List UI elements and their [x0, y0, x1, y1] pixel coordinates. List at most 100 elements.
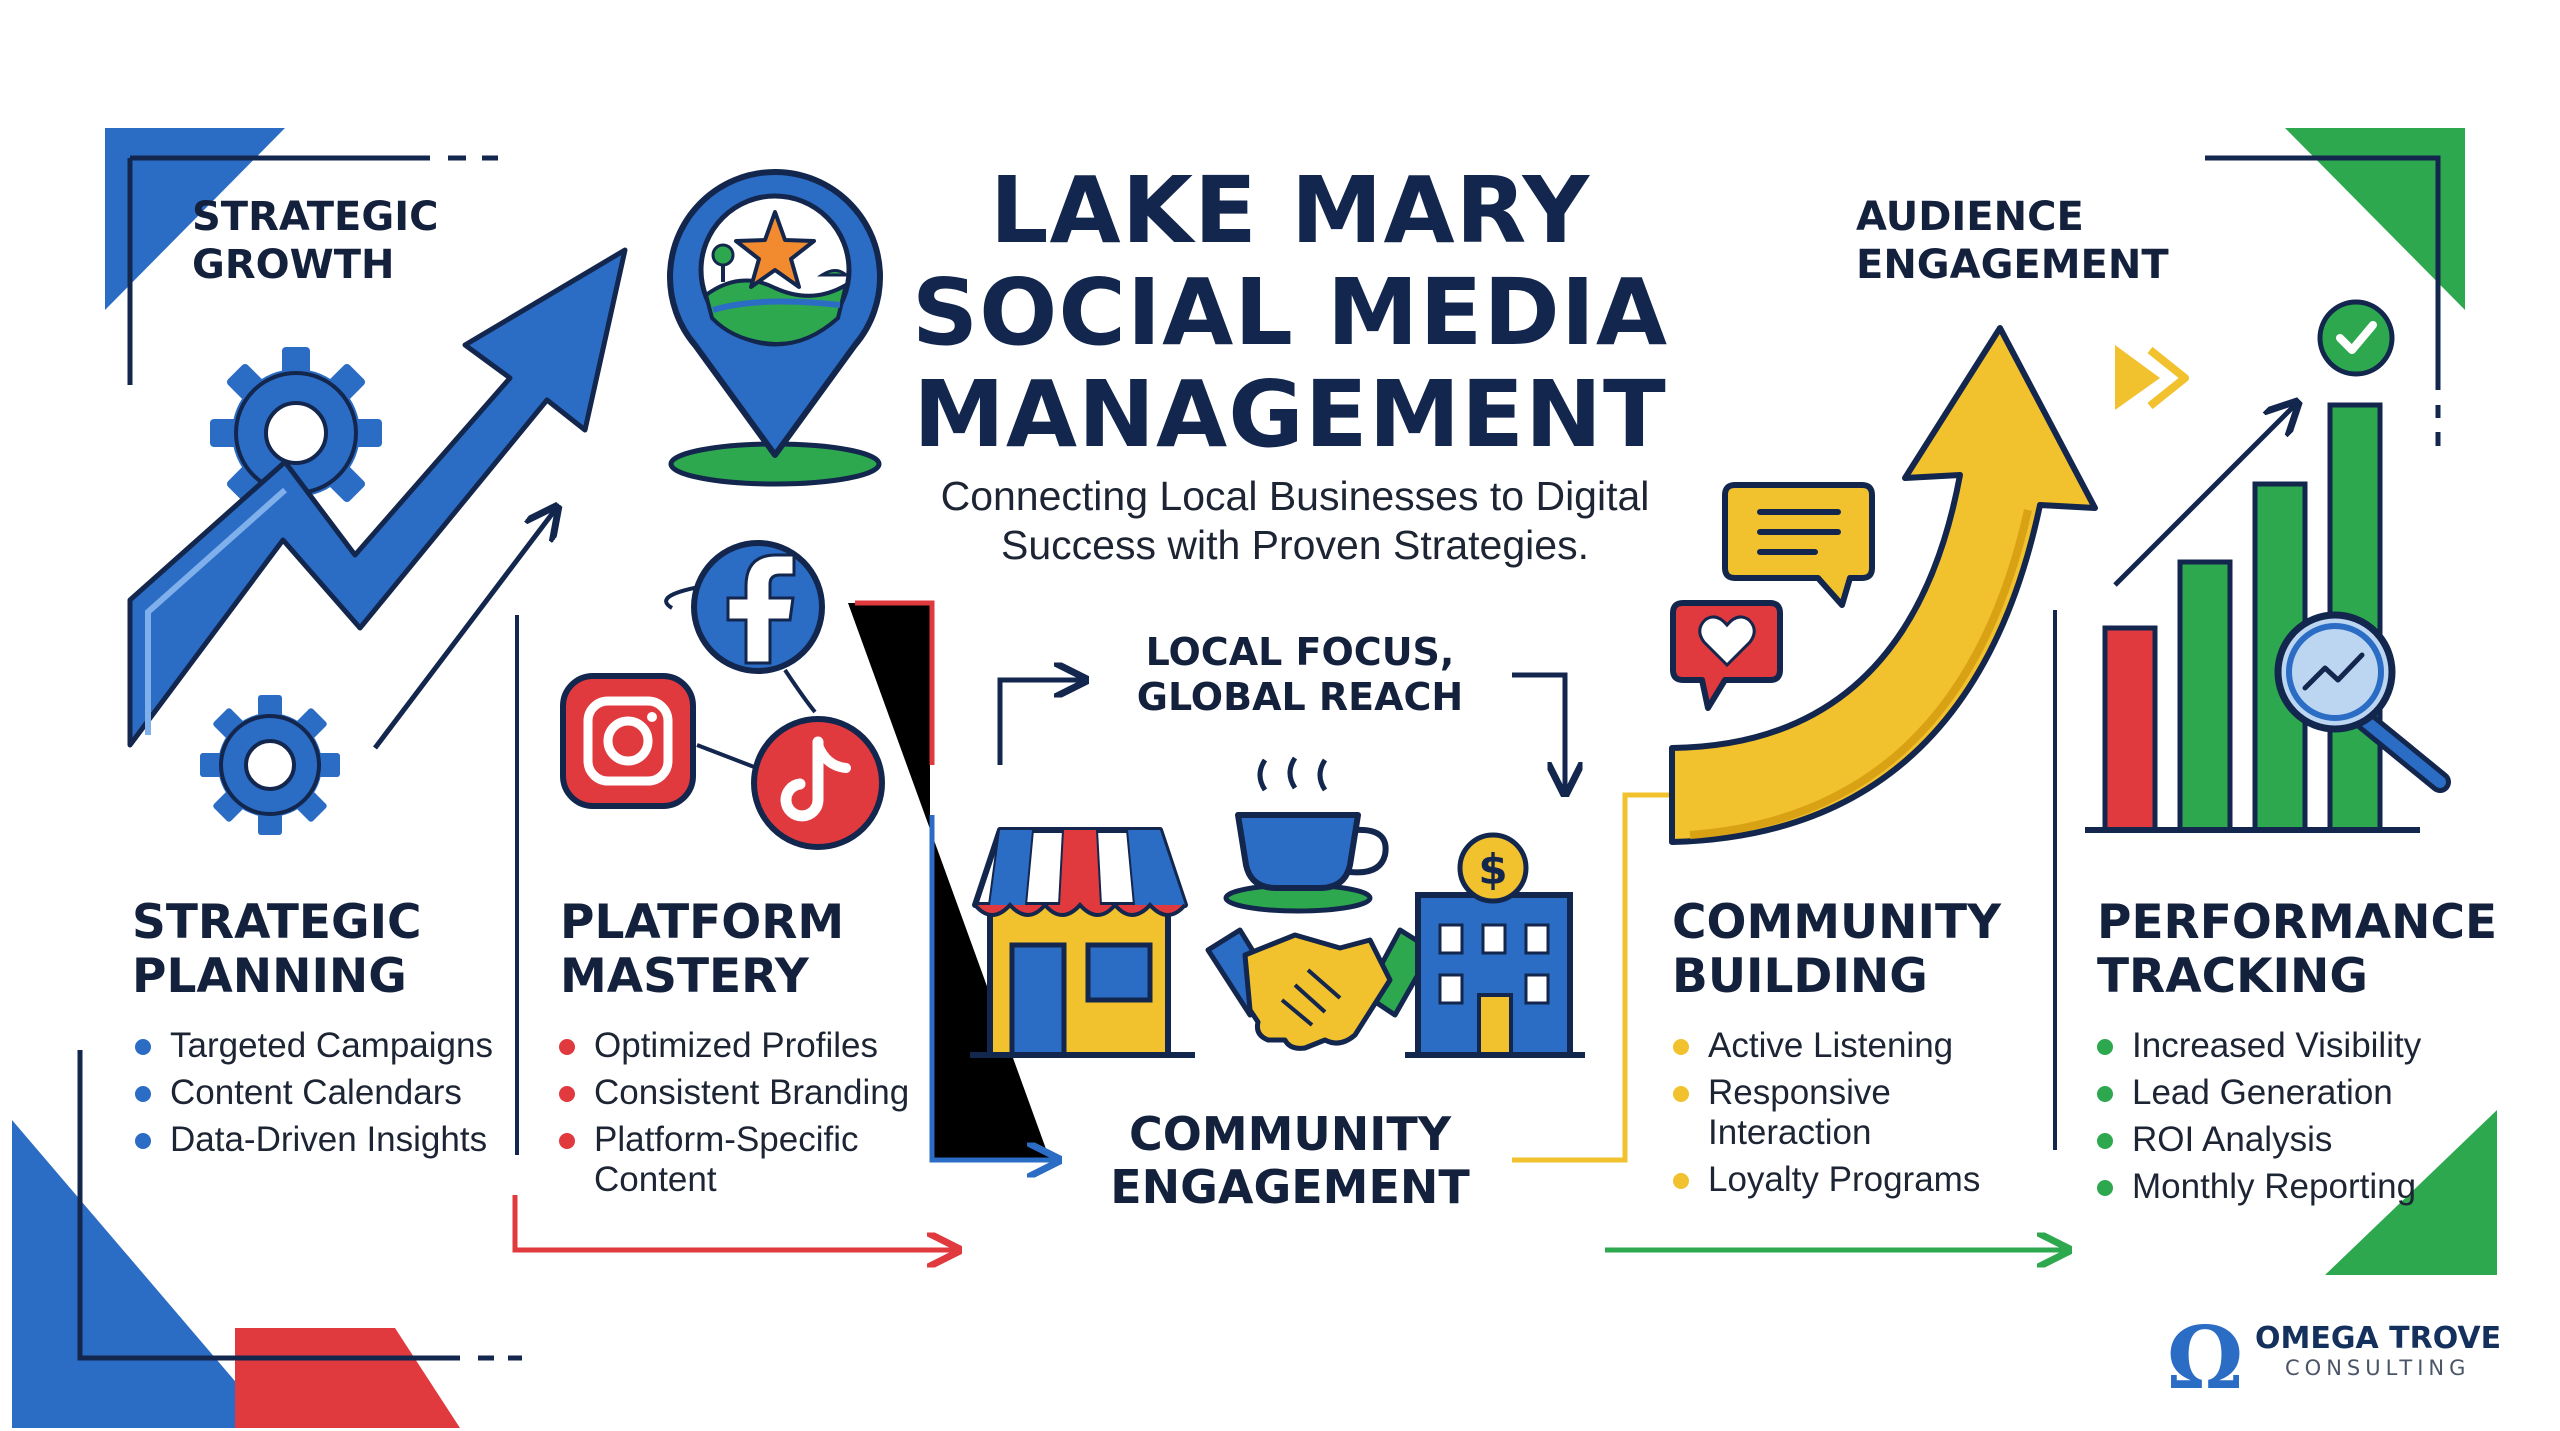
list-item-text: ROI Analysis — [2132, 1120, 2333, 1159]
bullet-dot — [559, 1133, 575, 1149]
list-item-text: Optimized Profiles — [594, 1026, 878, 1065]
section-title-platform-mastery: PLATFORM MASTERY — [560, 896, 940, 1004]
list-item: Responsive Interaction — [1670, 1073, 2055, 1153]
list-item-text: Consistent Branding — [594, 1073, 910, 1112]
storefront-icon — [970, 827, 1195, 1058]
section-title-performance-tracking: PERFORMANCE TRACKING — [2097, 896, 2517, 1004]
list-item-text: Increased Visibility — [2132, 1026, 2422, 1065]
page-title-line: LAKE MARY — [989, 157, 1591, 264]
local-focus-label-line: LOCAL FOCUS, — [1145, 630, 1455, 674]
gear-icon — [200, 695, 340, 835]
fast-forward-icon — [2115, 345, 2189, 410]
strategic-growth-label-line: GROWTH — [192, 242, 395, 288]
tiktok-icon — [751, 716, 885, 850]
list-item-text: Active Listening — [1708, 1026, 1954, 1065]
list-item: Increased Visibility — [2094, 1026, 2494, 1066]
section-title-line: PLATFORM — [560, 895, 845, 950]
curved-up-arrow-icon — [1669, 325, 2098, 845]
facebook-icon — [691, 540, 825, 674]
list-item: Loyalty Programs — [1670, 1160, 2055, 1200]
section-title-line: BUILDING — [1672, 949, 1928, 1004]
list-item-text: Responsive Interaction — [1708, 1073, 1891, 1152]
list-item-text: Platform-Specific Content — [594, 1120, 859, 1199]
bar-chart-icon — [2085, 405, 2420, 833]
local-focus-label-line: GLOBAL REACH — [1136, 675, 1464, 719]
corner-decoration-bottom-left — [12, 1050, 522, 1428]
section-title-community-building: COMMUNITY BUILDING — [1672, 896, 2052, 1004]
location-pin-icon — [667, 168, 883, 487]
bullet-dot — [2097, 1180, 2113, 1196]
bullet-dot — [2097, 1133, 2113, 1149]
section-title-line: TRACKING — [2097, 949, 2368, 1004]
corner-decoration-top-right — [2205, 128, 2465, 446]
bullet-dot — [559, 1086, 575, 1102]
bullet-dot — [2097, 1039, 2113, 1055]
list-item: Lead Generation — [2094, 1073, 2494, 1113]
page-title-line: SOCIAL MEDIA — [911, 259, 1669, 366]
brand-logo: OMEGA TROVE CONSULTING — [2255, 1321, 2525, 1381]
chat-bubble-icon — [1722, 482, 1875, 608]
list-item: Monthly Reporting — [2094, 1167, 2494, 1207]
bullet-dot — [1673, 1086, 1689, 1102]
list-item: Data-Driven Insights — [132, 1120, 512, 1160]
heart-bubble-icon — [1670, 600, 1783, 711]
section-list-performance-tracking: Increased Visibility Lead Generation ROI… — [2094, 1026, 2494, 1214]
list-item-text: Data-Driven Insights — [170, 1120, 488, 1159]
corner-decoration-top-left — [105, 128, 498, 385]
check-circle-icon — [2317, 299, 2395, 377]
local-focus-label: LOCAL FOCUS, GLOBAL REACH — [1090, 630, 1510, 720]
list-item: Content Calendars — [132, 1073, 512, 1113]
community-engagement-label-line: COMMUNITY — [1128, 1107, 1452, 1161]
magnifier-icon — [2274, 611, 2451, 793]
community-engagement-label-line: ENGAGEMENT — [1110, 1160, 1470, 1214]
list-item-text: Content Calendars — [170, 1073, 462, 1112]
omega-trove-logo-mark: Ω — [2167, 1308, 2244, 1409]
bullet-dot — [1673, 1173, 1689, 1189]
bullet-dot — [135, 1086, 151, 1102]
corner-decoration-bottom-right — [2325, 1110, 2497, 1275]
list-item: Platform-Specific Content — [556, 1120, 894, 1200]
section-title-line: STRATEGIC — [132, 895, 422, 950]
handshake-icon — [1205, 927, 1435, 1051]
page-subtitle-line: Success with Proven Strategies. — [1001, 522, 1589, 568]
strategic-growth-label: STRATEGIC GROWTH — [192, 193, 512, 289]
audience-engagement-label: AUDIENCE ENGAGEMENT — [1856, 193, 2226, 289]
svg-text:$: $ — [1478, 845, 1507, 894]
bullet-dot — [1673, 1039, 1689, 1055]
list-item-text: Lead Generation — [2132, 1073, 2393, 1112]
bullet-dot — [135, 1039, 151, 1055]
strategic-growth-label-line: STRATEGIC — [192, 194, 439, 240]
bullet-dot — [2097, 1086, 2113, 1102]
dollar-coin-icon: $ — [1457, 832, 1529, 904]
page-subtitle-line: Connecting Local Businesses to Digital — [940, 473, 1650, 519]
growth-arrow-icon — [127, 247, 628, 750]
coffee-cup-icon — [1223, 756, 1389, 914]
audience-engagement-label-line: AUDIENCE — [1856, 194, 2084, 240]
section-list-community-building: Active Listening Responsive Interaction … — [1670, 1026, 2055, 1207]
list-item-text: Monthly Reporting — [2132, 1167, 2417, 1206]
list-item-text: Targeted Campaigns — [170, 1026, 493, 1065]
svg-text:Ω: Ω — [2167, 1308, 2244, 1409]
page-subtitle: Connecting Local Businesses to Digital S… — [880, 472, 1710, 570]
section-list-platform-mastery: Optimized Profiles Consistent Branding P… — [556, 1026, 916, 1207]
office-building-icon — [1405, 892, 1585, 1058]
section-list-strategic-planning: Targeted Campaigns Content Calendars Dat… — [132, 1026, 512, 1167]
list-item: Optimized Profiles — [556, 1026, 916, 1066]
section-title-line: COMMUNITY — [1672, 895, 2002, 950]
section-title-line: MASTERY — [560, 949, 809, 1004]
brand-tagline: CONSULTING — [2285, 1356, 2471, 1380]
audience-engagement-label-line: ENGAGEMENT — [1856, 242, 2169, 288]
community-engagement-label: COMMUNITY ENGAGEMENT — [1070, 1108, 1510, 1214]
section-title-line: PERFORMANCE — [2097, 895, 2498, 950]
bullet-dot — [559, 1039, 575, 1055]
instagram-icon — [560, 673, 696, 809]
bullet-dot — [135, 1133, 151, 1149]
brand-name: OMEGA TROVE — [2255, 1321, 2502, 1356]
list-item: ROI Analysis — [2094, 1120, 2494, 1160]
section-title-strategic-planning: STRATEGIC PLANNING — [132, 896, 512, 1004]
list-item-text: Loyalty Programs — [1708, 1160, 1981, 1199]
page-title: LAKE MARY SOCIAL MEDIA MANAGEMENT — [880, 160, 1700, 466]
page-title-line: MANAGEMENT — [913, 361, 1667, 468]
